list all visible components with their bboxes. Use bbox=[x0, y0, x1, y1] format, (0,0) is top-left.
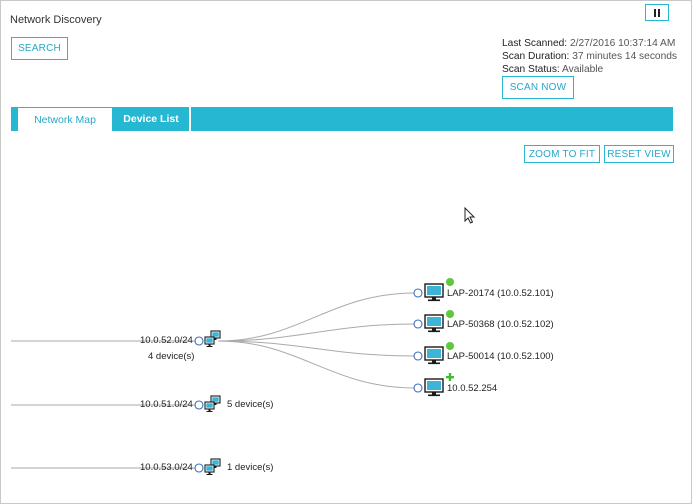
tab-bar: Network Map Device List bbox=[11, 107, 673, 131]
scan-duration-row: Scan Duration: 37 minutes 14 seconds bbox=[502, 51, 677, 62]
device-4-label[interactable]: 10.0.52.254 bbox=[447, 383, 498, 394]
device-1-port[interactable] bbox=[413, 288, 423, 298]
scan-duration-value: 37 minutes 14 seconds bbox=[572, 51, 678, 62]
subnet-53-port[interactable] bbox=[194, 463, 204, 473]
scan-duration-label: Scan Duration: bbox=[502, 51, 570, 62]
tab-network-map[interactable]: Network Map bbox=[17, 107, 113, 131]
online-status-icon bbox=[446, 342, 454, 350]
subnet-53-icon[interactable] bbox=[204, 458, 221, 476]
subnet-52-icon[interactable] bbox=[204, 330, 221, 348]
tab-bar-lead bbox=[11, 107, 17, 131]
pause-icon bbox=[654, 8, 660, 17]
device-1-label[interactable]: LAP-20174 (10.0.52.101) bbox=[447, 288, 554, 299]
device-4-port[interactable] bbox=[413, 383, 423, 393]
online-status-icon bbox=[446, 278, 454, 286]
page-title: Network Discovery bbox=[10, 14, 102, 26]
online-status-icon bbox=[446, 310, 454, 318]
computer-icon[interactable] bbox=[424, 378, 444, 397]
subnet-52-count: 4 device(s) bbox=[148, 351, 195, 362]
reset-view-button[interactable]: RESET VIEW bbox=[604, 145, 674, 163]
last-scanned-label: Last Scanned: bbox=[502, 38, 568, 49]
new-device-plus-icon bbox=[446, 373, 454, 381]
edge-device-1 bbox=[217, 292, 416, 342]
computer-icon[interactable] bbox=[424, 283, 444, 302]
pause-button[interactable] bbox=[645, 4, 669, 21]
last-scanned-value: 2/27/2016 10:37:14 AM bbox=[569, 38, 676, 49]
device-3-port[interactable] bbox=[413, 351, 423, 361]
subnet-53-label: 10.0.53.0/24 bbox=[140, 462, 193, 473]
scan-status-row: Scan Status: Available bbox=[502, 64, 603, 75]
computer-icon[interactable] bbox=[424, 346, 444, 365]
scan-status-value: Available bbox=[562, 64, 604, 75]
search-button[interactable]: SEARCH bbox=[11, 37, 68, 60]
edge-device-4 bbox=[217, 340, 416, 389]
subnet-51-port[interactable] bbox=[194, 400, 204, 410]
device-3-label[interactable]: LAP-50014 (10.0.52.100) bbox=[447, 351, 554, 362]
scan-now-button[interactable]: SCAN NOW bbox=[502, 76, 574, 99]
computer-icon[interactable] bbox=[424, 314, 444, 333]
subnet-52-port[interactable] bbox=[194, 336, 204, 346]
subnet-52-label: 10.0.52.0/24 bbox=[140, 335, 193, 346]
mouse-pointer-icon bbox=[464, 207, 476, 224]
tab-device-list[interactable]: Device List bbox=[113, 107, 191, 131]
scan-status-label: Scan Status: bbox=[502, 64, 560, 75]
edge-device-3 bbox=[217, 340, 416, 357]
zoom-to-fit-button[interactable]: ZOOM TO FIT bbox=[524, 145, 600, 163]
subnet-51-icon[interactable] bbox=[204, 395, 221, 413]
last-scanned-row: Last Scanned: 2/27/2016 10:37:14 AM bbox=[502, 38, 675, 49]
subnet-51-label: 10.0.51.0/24 bbox=[140, 399, 193, 410]
device-2-label[interactable]: LAP-50368 (10.0.52.102) bbox=[447, 319, 554, 330]
subnet-51-count: 5 device(s) bbox=[227, 399, 274, 410]
device-2-port[interactable] bbox=[413, 319, 423, 329]
subnet-53-count: 1 device(s) bbox=[227, 462, 274, 473]
edge-device-2 bbox=[217, 323, 416, 342]
